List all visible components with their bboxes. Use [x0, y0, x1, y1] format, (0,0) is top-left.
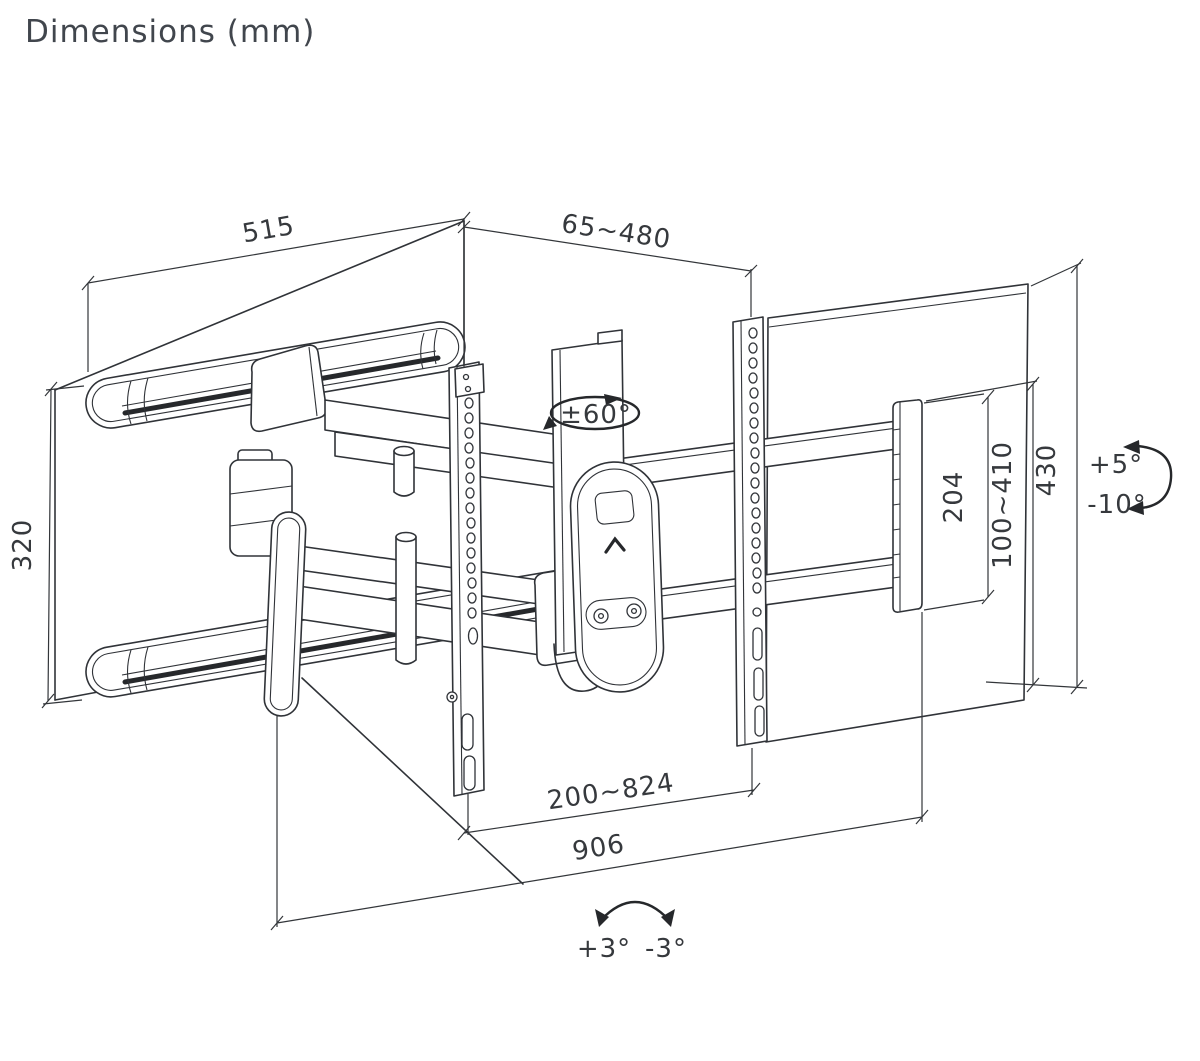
adjust-slot [585, 597, 647, 630]
dim-430: 430 [985, 258, 1088, 695]
swivel-label: ±60° [560, 400, 632, 430]
dim-430-label: 430 [1032, 444, 1062, 497]
tv-rail-right [732, 316, 768, 747]
page-title: Dimensions (mm) [25, 14, 316, 50]
dim-906-label: 906 [570, 829, 627, 867]
pivot-pin-lower [395, 536, 417, 665]
dim-515-label: 515 [240, 211, 297, 250]
tilt-up-label: +5° [1089, 450, 1143, 480]
swivel-arrowhead-left [543, 416, 557, 430]
dim-65-480-label: 65~480 [559, 209, 673, 255]
level-annotation: +3° -3° [577, 900, 687, 964]
dim-100-410: 100~410 [925, 376, 1040, 693]
tv-rail-left [446, 361, 485, 797]
dim-65-480: 65~480 [457, 209, 758, 317]
swivel-plate [569, 461, 665, 693]
level-plus-label: +3° [577, 934, 631, 964]
pivot-pin-upper [393, 450, 415, 497]
cable-hole [594, 490, 635, 525]
dim-320-label: 320 [8, 519, 38, 572]
swivel-arrowhead-right [604, 394, 622, 405]
dim-100-410-label: 100~410 [988, 441, 1018, 569]
tilt-arrowhead-top [1123, 440, 1140, 454]
swivel-annotation: ±60° [543, 394, 641, 431]
tilt-annotation: +5° -10° [1087, 440, 1173, 520]
dim-204: 204 [923, 389, 995, 611]
dim-320: 320 [8, 381, 85, 709]
end-bracket [892, 399, 923, 613]
level-minus-label: -3° [645, 934, 687, 964]
arm-block-top [250, 344, 328, 433]
tilt-down-label: -10° [1087, 490, 1146, 520]
dim-200-824: 200~824 [457, 748, 761, 841]
level-arrowhead-right [661, 909, 675, 927]
up-arrow-mark [604, 536, 626, 554]
center-post [263, 511, 307, 717]
tilt-arrowhead-bottom [1127, 501, 1144, 515]
dim-204-label: 204 [939, 471, 969, 524]
level-arrowhead-left [595, 909, 609, 927]
dim-200-824-label: 200~824 [545, 768, 676, 816]
